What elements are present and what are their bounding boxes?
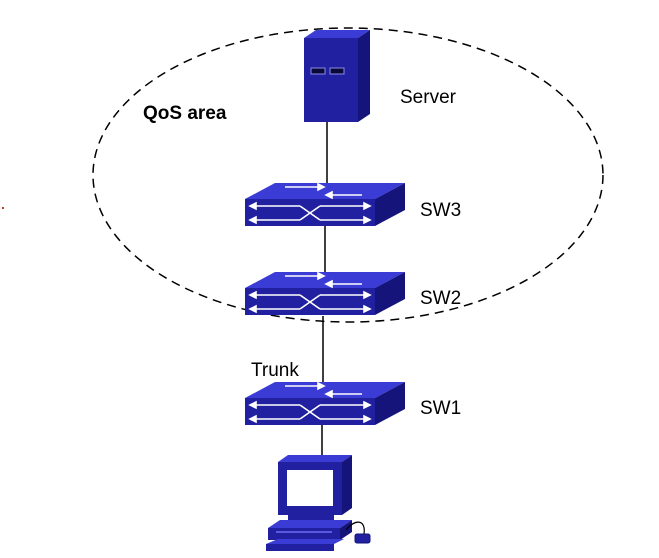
trunk-label: Trunk: [251, 360, 299, 381]
qos-area-label: QoS area: [143, 103, 227, 124]
pc-icon: [266, 455, 371, 551]
sw2-label: SW2: [420, 288, 462, 309]
server-label: Server: [400, 87, 456, 108]
switch-sw3-icon: [245, 182, 405, 226]
qos-area-boundary: [92, 27, 604, 323]
switch-sw2-icon: [245, 271, 405, 315]
server-icon: [304, 30, 370, 122]
sw3-label: SW3: [420, 200, 462, 221]
stray-mark: [2, 207, 4, 209]
switch-sw1-icon: [245, 381, 405, 425]
sw1-label: SW1: [420, 398, 462, 419]
